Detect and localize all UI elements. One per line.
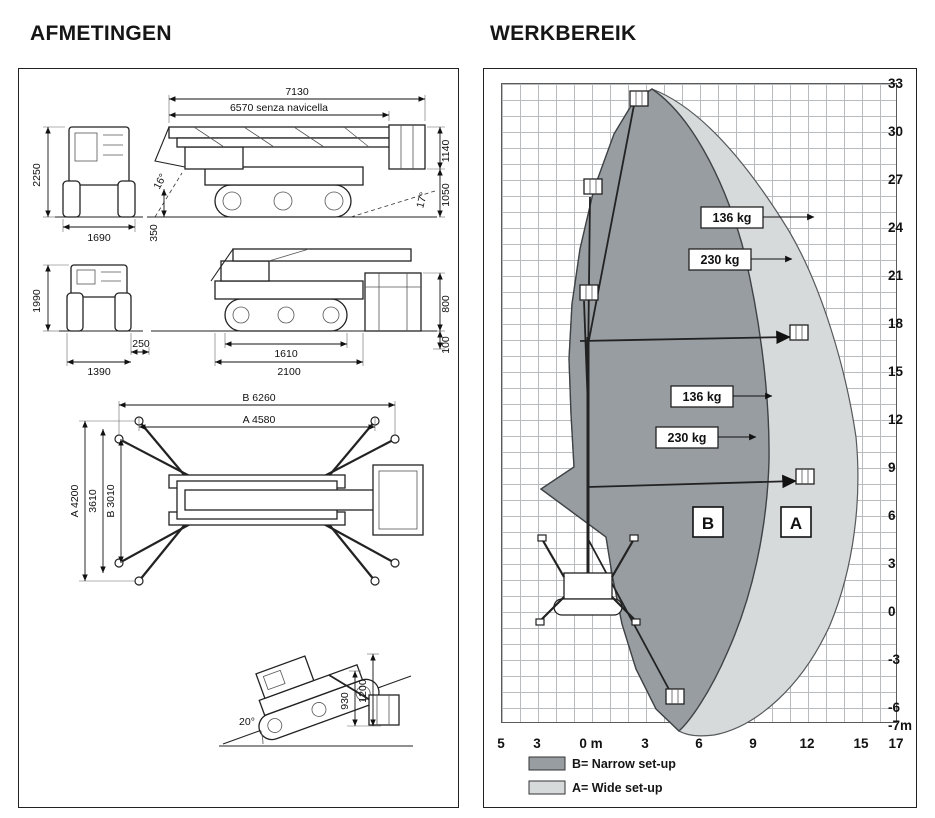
dim-angle-front: 16° [151, 172, 169, 192]
dim-track-contact: 1610 [274, 348, 298, 360]
dim-ground-clearance: 100 [440, 336, 452, 354]
y-tick: 12 [888, 412, 903, 427]
dim-basket-h2: 1050 [440, 183, 452, 207]
basket-icon [579, 284, 599, 301]
legend-label-narrow: B= Narrow set-up [572, 757, 676, 771]
side-view-stowed [147, 124, 437, 218]
x-tick: 9 [749, 736, 757, 751]
front-view-wide [55, 126, 143, 218]
y-tick: 24 [888, 220, 904, 235]
y-tick: 33 [888, 76, 904, 91]
load-label-2: 230 kg [701, 253, 740, 267]
y-tick: 3 [888, 556, 896, 571]
workrange-title: WERKBEREIK [490, 22, 637, 45]
side-view-lowered [151, 248, 437, 332]
workrange-chart: 136 kg 230 kg 136 kg 230 kg B A 33 30 27… [497, 76, 912, 795]
dim-width-wide: 1690 [87, 232, 111, 244]
x-tick: 12 [799, 736, 814, 751]
chart-legend: B= Narrow set-up A= Wide set-up [528, 756, 676, 795]
dimensions-drawing: 7130 6570 senza navicella 1140 1050 16° … [31, 86, 452, 747]
dim-gradeability: 20° [239, 716, 255, 728]
dim-transport-height: 2250 [31, 163, 43, 187]
machine-silhouettes [535, 90, 815, 705]
x-tick: 3 [533, 736, 541, 751]
y-tick: -7m [888, 718, 912, 733]
legend-label-wide: A= Wide set-up [572, 781, 663, 795]
load-label-3: 136 kg [683, 390, 722, 404]
y-tick: 0 [888, 604, 896, 619]
dim-outrig-b-width: B 3010 [105, 484, 117, 517]
slope-view-dimensions: 930 1200 [339, 653, 381, 727]
front-view-narrow-dimensions: 1990 250 1390 [31, 264, 150, 378]
dim-outrig-a-width: A 4200 [69, 484, 81, 517]
y-tick: 6 [888, 508, 896, 523]
basket-icon [795, 468, 815, 485]
x-tick: 17 [888, 736, 903, 751]
side-view-lowered-dimensions: 1610 2100 800 100 [214, 272, 452, 378]
plan-view-dimensions: B 6260 A 4580 A 4200 3610 B 3010 [69, 392, 396, 582]
dim-slope-h2: 1200 [357, 679, 369, 703]
y-axis-ticks: 33 30 27 24 21 18 15 12 9 6 3 0 -3 -6 -7… [888, 76, 912, 733]
dim-offset: 250 [132, 338, 150, 350]
x-tick: 5 [497, 736, 505, 751]
dim-slope-h1: 930 [339, 692, 351, 710]
dimensions-panel: 7130 6570 senza navicella 1140 1050 16° … [18, 68, 459, 808]
dim-width-narrow: 1390 [87, 366, 111, 378]
front-view-wide-dimensions: 2250 1690 [31, 126, 136, 244]
load-label-1: 136 kg [713, 211, 752, 225]
y-tick: 15 [888, 364, 904, 379]
basket-icon [583, 178, 603, 195]
zone-labels: B A [692, 506, 812, 538]
x-tick: 15 [853, 736, 869, 751]
legend-swatch-narrow [528, 756, 566, 771]
dim-track-length: 2100 [277, 366, 301, 378]
load-label-4: 230 kg [668, 431, 707, 445]
y-tick: 21 [888, 268, 904, 283]
dim-outrig-a-length: A 4580 [243, 414, 276, 426]
y-tick: 18 [888, 316, 904, 331]
y-tick: -3 [888, 652, 900, 667]
zone-b-label: B [702, 514, 714, 533]
x-axis-ticks: 5 3 0 m 3 6 9 12 15 17 [497, 736, 903, 751]
zone-a-label: A [790, 514, 802, 533]
dim-outrig-b-length: B 6260 [242, 392, 275, 404]
dimensions-title: AFMETINGEN [30, 22, 172, 45]
y-tick: 9 [888, 460, 896, 475]
workrange-panel: 136 kg 230 kg 136 kg 230 kg B A 33 30 27… [483, 68, 917, 808]
x-tick: 3 [641, 736, 649, 751]
dim-outrig-mid-width: 3610 [87, 489, 99, 513]
load-labels: 136 kg 230 kg 136 kg 230 kg [655, 206, 815, 449]
legend-swatch-wide [528, 780, 566, 795]
basket-icon [629, 90, 649, 107]
slope-view: 20° [219, 655, 413, 747]
y-tick: -6 [888, 700, 900, 715]
front-view-narrow [59, 264, 143, 332]
dim-basket-h1: 1140 [440, 140, 452, 163]
dim-length-no-basket: 6570 senza navicella [230, 102, 328, 114]
x-tick: 0 m [579, 736, 602, 751]
basket-icon [665, 688, 685, 705]
y-tick: 27 [888, 172, 903, 187]
dim-tail-height: 800 [440, 295, 452, 313]
dim-overall-length: 7130 [285, 86, 309, 98]
dim-height-lowered: 1990 [31, 289, 43, 313]
dim-angle-rear: 17° [414, 191, 430, 209]
side-view-stowed-dimensions: 7130 6570 senza navicella 1140 1050 16° … [148, 86, 452, 242]
basket-icon [789, 324, 809, 341]
dim-clearance-front: 350 [148, 224, 160, 242]
x-tick: 6 [695, 736, 703, 751]
y-tick: 30 [888, 124, 903, 139]
plan-view [114, 416, 424, 586]
